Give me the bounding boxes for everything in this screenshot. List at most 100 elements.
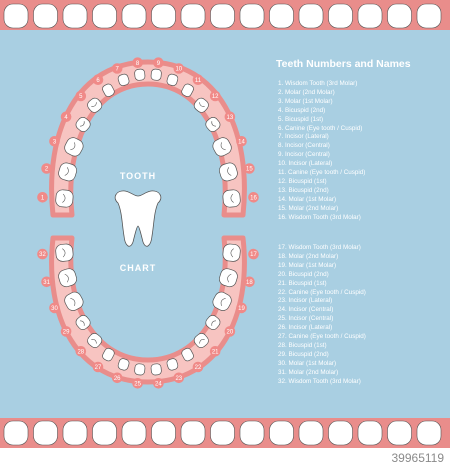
tooth-list-item: 23. Incisor (Lateral) (278, 297, 333, 305)
tooth-number: 3 (53, 139, 57, 145)
tooth-number: 1 (41, 195, 45, 201)
chart-label-bottom: CHART (119, 263, 157, 273)
tooth-number-badge: 13 (224, 111, 236, 123)
tooth-number-badge: 7 (111, 63, 123, 74)
tooth-list-item: 18. Molar (2nd Molar) (278, 252, 339, 260)
tooth-number: 25 (134, 381, 141, 387)
tooth-list-item: 10. Incisor (Lateral) (278, 160, 333, 168)
bicuspid-tooth (75, 117, 91, 132)
strip-tooth (33, 420, 58, 446)
tooth-number-badge: 21 (209, 346, 221, 357)
tooth-list-item: 16. Wisdom Tooth (3rd Molar) (278, 213, 361, 221)
strip-tooth (33, 3, 58, 29)
tooth-list-item: 32. Wisdom Tooth (3rd Molar) (278, 377, 361, 385)
strip-tooth (151, 3, 176, 29)
strip-tooth (239, 420, 265, 446)
tooth-list-item: 8. Incisor (Central) (278, 142, 330, 150)
tooth-number: 5 (79, 94, 83, 100)
tooth-number-badge: 32 (37, 248, 48, 260)
tooth-number-badge: 29 (60, 326, 72, 337)
strip-tooth (62, 3, 88, 29)
tooth-list-item: 24. Incisor (Central) (278, 306, 334, 314)
bicuspid-tooth (193, 97, 209, 113)
incisor-tooth (150, 68, 162, 81)
upper-arch (49, 59, 247, 218)
incisor-tooth (150, 363, 162, 376)
strip-tooth (269, 3, 294, 29)
tooth-list-item: 17. Wisdom Tooth (3rd Molar) (278, 244, 361, 251)
molar-tooth (55, 189, 74, 208)
strip-tooth (210, 3, 235, 29)
tooth-number-badge: 4 (60, 111, 72, 123)
tooth-number: 9 (157, 61, 161, 67)
tooth-list-item: 15. Molar (2nd Molar) (278, 204, 339, 212)
tooth-number: 11 (195, 78, 202, 84)
tooth-number-badge: 6 (92, 74, 104, 85)
tooth-number-badge: 28 (75, 346, 87, 357)
canine-tooth (181, 347, 194, 362)
bicuspid-tooth (75, 315, 91, 330)
tooth-number: 7 (116, 67, 120, 73)
tooth-list-item: 21. Bicuspid (1st) (278, 279, 327, 287)
strip-tooth (269, 420, 294, 446)
canine-tooth (102, 347, 115, 362)
lower-teeth (55, 243, 241, 376)
strip-tooth (210, 420, 235, 446)
tooth-list-item: 31. Molar (2nd Molar) (278, 368, 339, 376)
strip-tooth (298, 3, 324, 29)
tooth-number-badge: 25 (132, 378, 143, 389)
molar-tooth-icon (114, 190, 162, 247)
tooth-list-item: 30. Molar (1st Molar) (278, 359, 337, 367)
tooth-list-item: 14. Molar (1st Molar) (278, 195, 337, 203)
strip-tooth (416, 3, 442, 29)
tooth-number: 14 (238, 139, 245, 145)
bottom-strip-teeth (3, 420, 442, 446)
molar-tooth (219, 162, 238, 182)
tooth-number: 6 (96, 78, 100, 84)
tooth-number-badge: 19 (236, 302, 247, 314)
tooth-number: 27 (95, 365, 102, 371)
tooth-number-badge: 24 (153, 378, 164, 389)
tooth-number-badge: 3 (49, 136, 60, 147)
incisor-tooth (134, 363, 146, 376)
molar-tooth (58, 268, 77, 288)
tooth-list-item: 7. Incisor (Lateral) (278, 133, 329, 141)
tooth-number: 8 (136, 61, 140, 67)
tooth-number-badge: 15 (244, 163, 255, 174)
tooth-number: 17 (250, 252, 257, 258)
tooth-number: 28 (77, 349, 84, 355)
tooth-number-badge: 30 (49, 302, 60, 314)
tooth-list-item: 3. Molar (1st Molar) (278, 97, 333, 105)
tooth-number-badge: 1 (37, 192, 48, 203)
molar-tooth (64, 137, 84, 157)
upper-gum (49, 59, 247, 218)
tooth-number-badge: 9 (153, 57, 164, 68)
page-title: Teeth Numbers and Names (276, 58, 411, 70)
strip-tooth (3, 3, 29, 29)
footer-bar (0, 448, 450, 469)
tooth-list-item: 12. Bicuspid (1st) (278, 177, 327, 185)
lower-teeth-list: 17. Wisdom Tooth (3rd Molar)18. Molar (2… (278, 244, 366, 387)
strip-tooth (387, 420, 412, 446)
molar-tooth (222, 243, 241, 262)
tooth-number-badge: 2 (41, 163, 52, 174)
top-gum-strip (0, 0, 450, 30)
tooth-number-badge: 27 (92, 361, 104, 373)
strip-tooth (387, 3, 412, 29)
incisor-tooth (134, 68, 146, 81)
tooth-list-item: 26. Incisor (Lateral) (278, 324, 333, 332)
chart-label-top: TOOTH (119, 171, 157, 181)
tooth-list-item: 28. Bicuspid (1st) (278, 341, 327, 349)
tooth-number-badge: 26 (111, 372, 123, 384)
tooth-number: 2 (45, 167, 49, 173)
strip-tooth (121, 3, 147, 29)
upper-teeth (55, 68, 241, 208)
molar-tooth (219, 268, 238, 288)
molar-tooth (212, 291, 232, 311)
tooth-list-item: 20. Bicuspid (2nd) (278, 270, 329, 278)
molar-tooth (212, 137, 232, 157)
tooth-list-item: 9. Incisor (Central) (278, 151, 330, 159)
